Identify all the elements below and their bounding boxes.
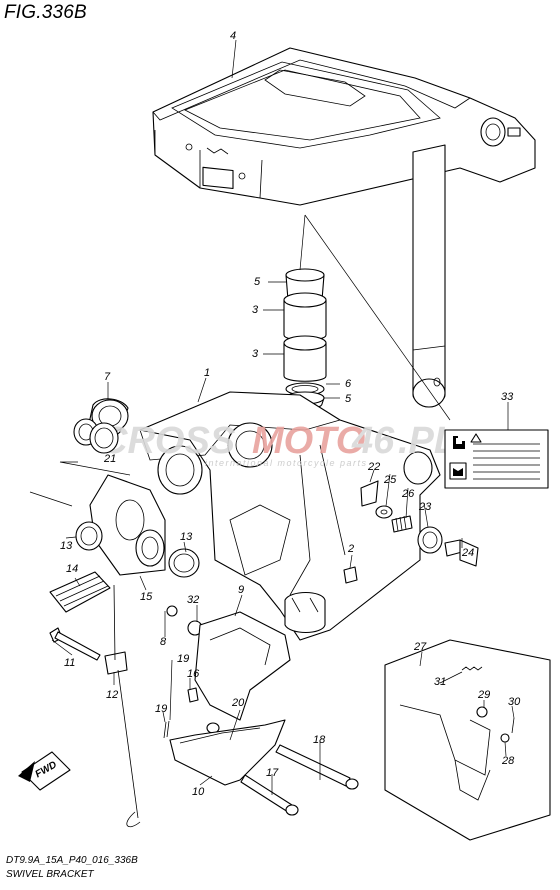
callout-13: 13 [180,531,193,543]
callout-27: 27 [413,641,427,653]
callout-14: 14 [66,563,78,575]
callout-15: 15 [140,591,153,603]
steering-handle-parts-13-15-21[interactable] [73,418,200,578]
leader-lines [29,39,515,795]
part-2-screw[interactable] [343,566,358,584]
part-32-bolt[interactable] [166,605,203,636]
callout-24: 24 [461,547,474,559]
callout-1: 1 [204,367,210,379]
callout-5: 5 [345,393,352,405]
part-12-tilt-rod[interactable] [104,584,141,828]
callout-labels: 4 5 3 3 6 5 7 1 33 21 13 13 14 15 22 25 … [60,30,521,798]
part-18-pin[interactable] [275,744,359,790]
callout-3: 3 [252,348,259,360]
callout-4: 4 [230,30,236,42]
part-27-inset-kit[interactable] [384,639,551,841]
callout-33: 33 [501,391,514,403]
callout-22: 22 [367,461,380,473]
bushing-stack-parts-3-5-6[interactable] [283,268,327,410]
callout-21: 21 [103,453,116,465]
part-11-bolt[interactable] [49,627,101,661]
watermark: CROSS MOTO 46 .PL international motorcyc… [100,420,457,468]
part-16-pin[interactable] [187,687,199,703]
callout-10: 10 [192,786,205,798]
callout-26: 26 [401,488,415,500]
callout-19: 19 [177,653,189,665]
callout-20: 20 [231,697,245,709]
part-9-tilt-lever[interactable] [194,611,291,721]
drawing-code: DT9.9A_15A_P40_016_336B [6,855,138,866]
callout-16: 16 [187,668,200,680]
figure-title: FIG.336B [4,2,87,23]
callout-9: 9 [238,584,244,596]
callout-3: 3 [252,304,259,316]
part-19-cotter-pin[interactable] [163,720,170,739]
callout-31: 31 [434,676,446,688]
watermark-tagline: international motorcycle parts [205,458,368,468]
callout-5: 5 [254,276,261,288]
callout-25: 25 [383,474,397,486]
callout-23: 23 [418,501,432,513]
callout-28: 28 [501,755,515,767]
part-33-warning-label[interactable] [444,429,549,489]
part-14-grip[interactable] [49,571,111,613]
part-10-tilt-support[interactable] [169,719,286,786]
watermark-brand-cross: CROSS [100,420,235,462]
fwd-direction-badge: FWD [18,751,71,791]
callout-30: 30 [508,696,521,708]
watermark-brand-moto: MOTO [252,420,365,462]
part-4-swivel-case[interactable] [152,47,536,408]
callout-19: 19 [155,703,167,715]
part-17-pin[interactable] [240,774,299,816]
callout-18: 18 [313,734,326,746]
callout-29: 29 [477,689,490,701]
callout-17: 17 [266,767,279,779]
callout-7: 7 [104,371,111,383]
clamp-bolt-parts-22-26[interactable] [360,480,443,554]
watermark-brand-46: 46 [351,420,395,462]
figure-name: SWIVEL BRACKET [6,869,94,880]
callout-12: 12 [106,689,118,701]
callout-8: 8 [160,636,167,648]
callout-13: 13 [60,540,73,552]
part-24-bolt[interactable] [444,539,479,567]
callout-32: 32 [187,594,199,606]
part-1-swivel-bracket[interactable] [139,391,441,641]
callout-11: 11 [64,657,75,669]
callout-2: 2 [347,543,354,555]
callout-6: 6 [345,378,352,390]
